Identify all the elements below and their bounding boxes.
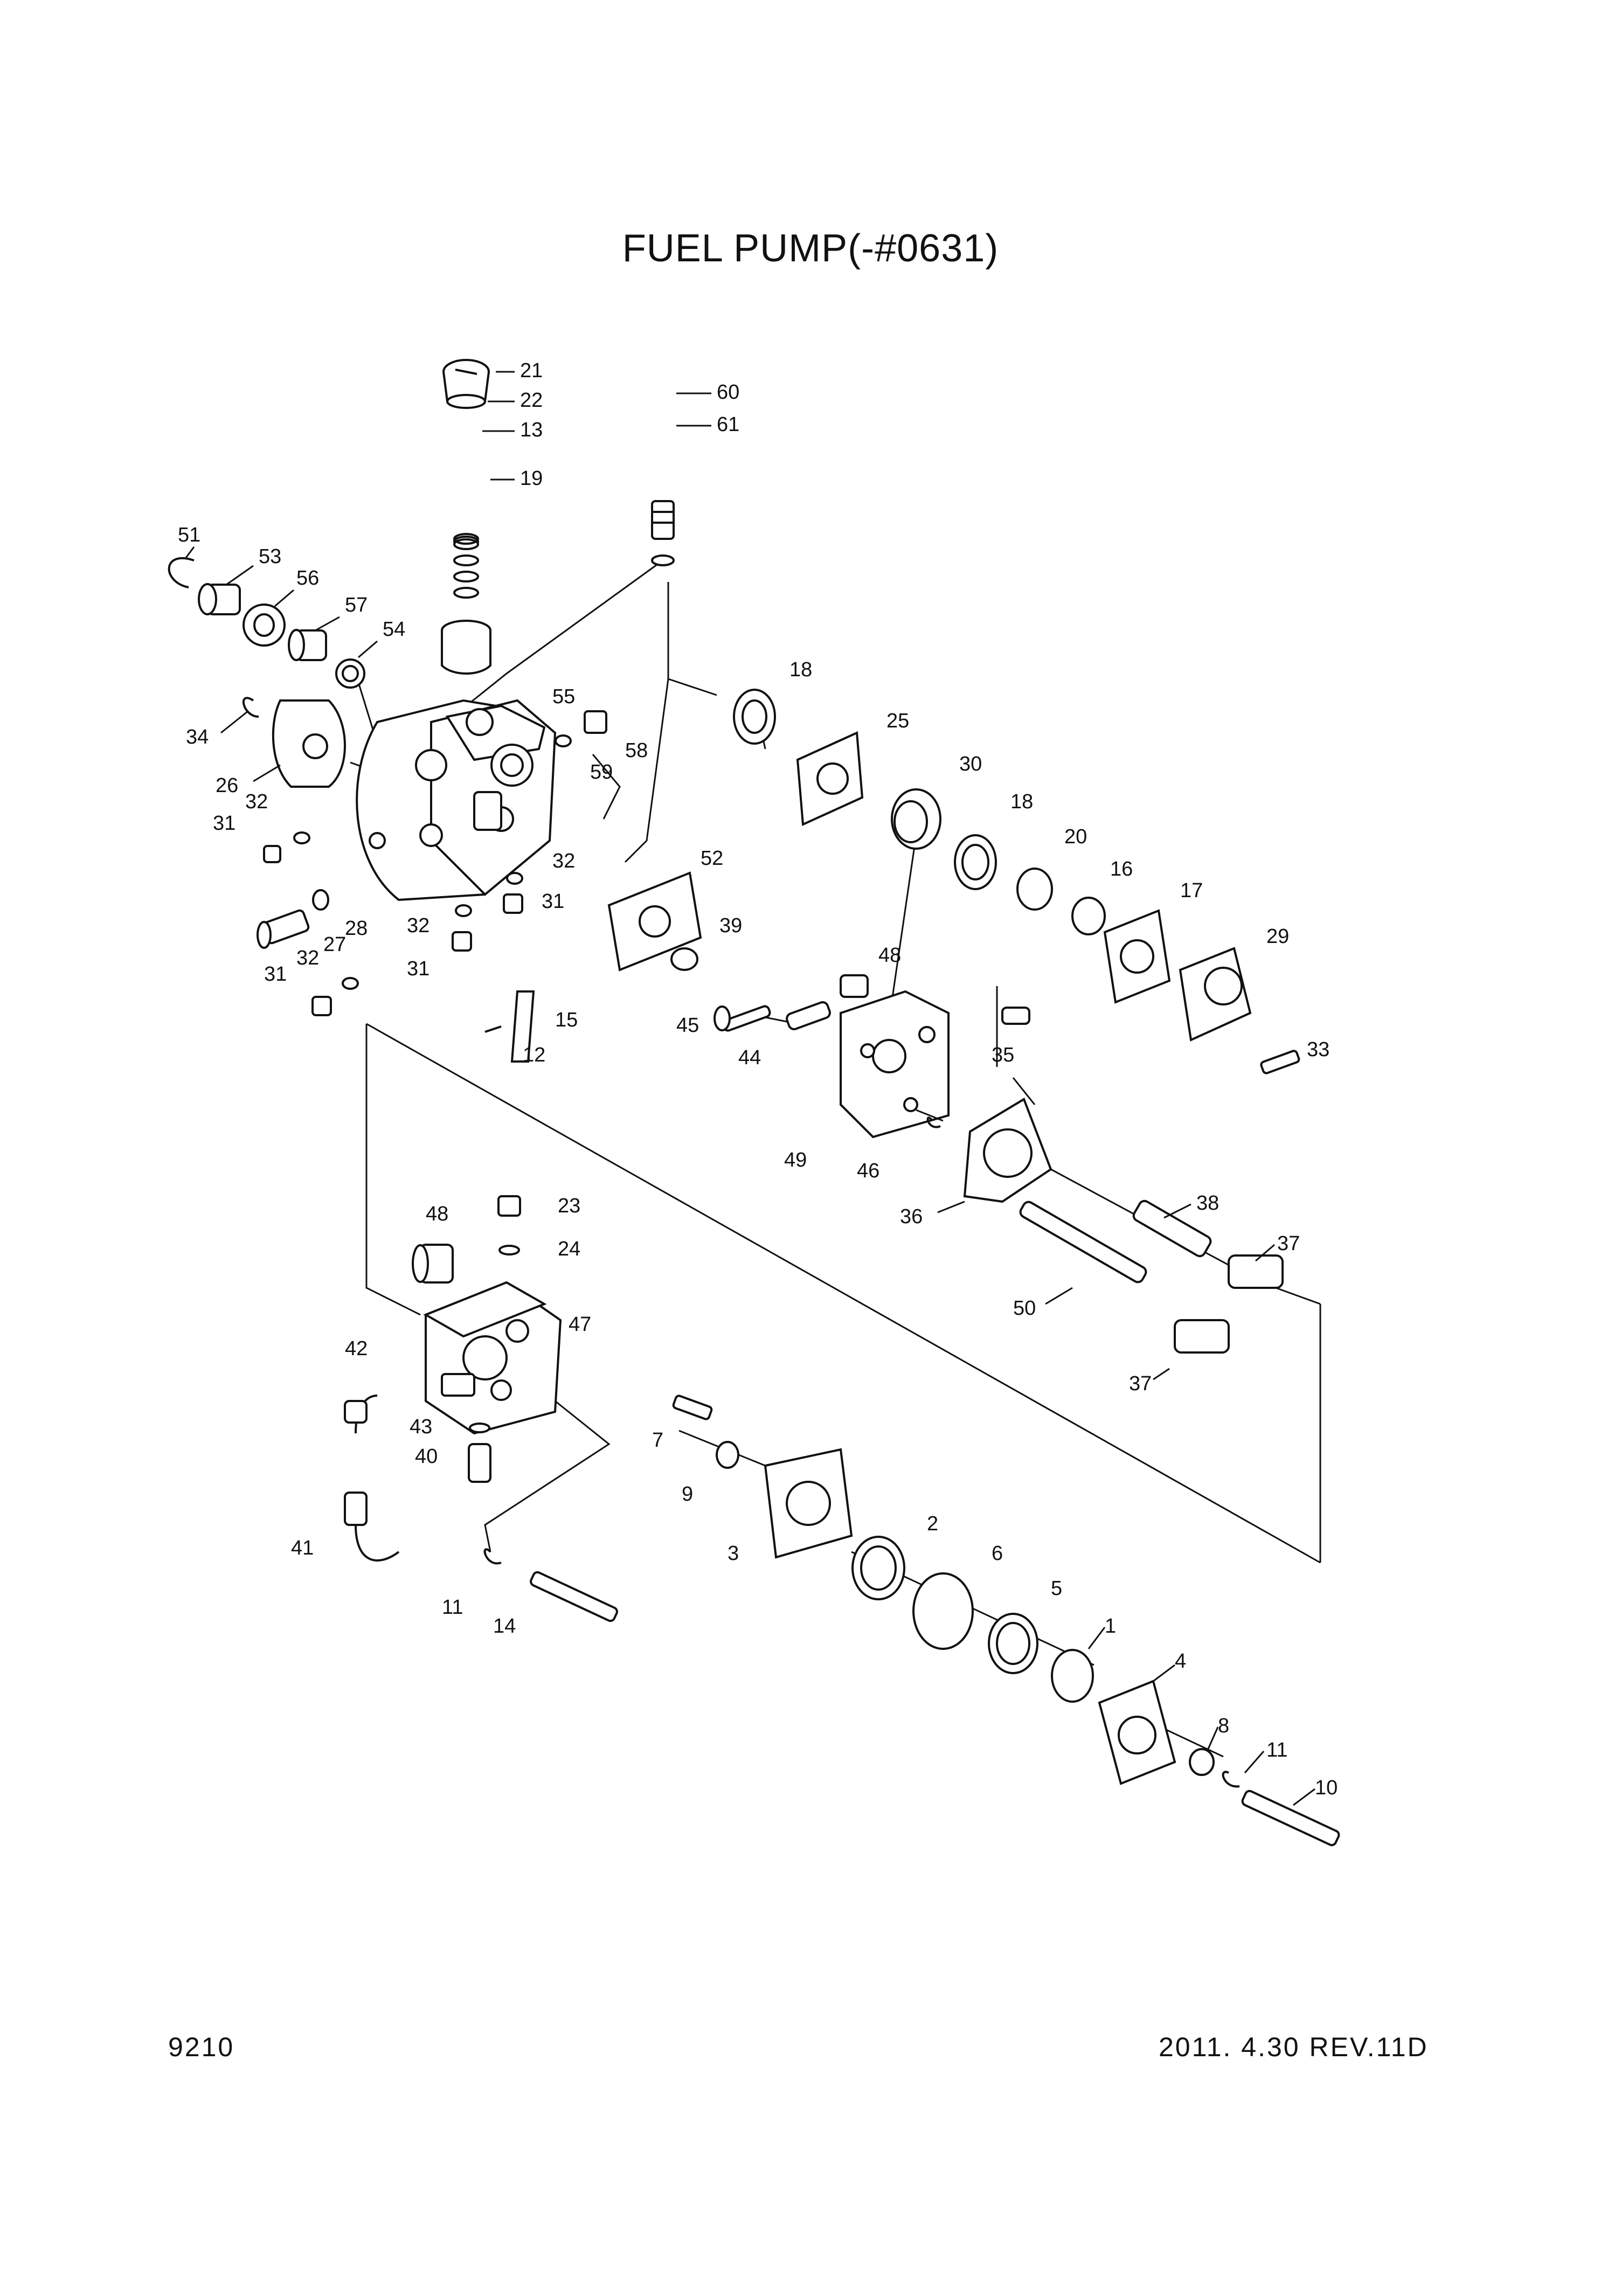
callout-10: 10 [1315,1777,1338,1799]
callout-32a: 32 [245,790,268,813]
callout-40: 40 [415,1445,438,1468]
bolt-14 [483,1548,618,1622]
callout-12: 12 [523,1044,545,1066]
callout-23: 23 [558,1195,580,1217]
callout-52: 52 [701,847,723,870]
right-stack [733,689,1300,1074]
callout-38: 38 [1196,1192,1219,1215]
callout-31d: 31 [407,958,430,980]
callout-56: 56 [296,567,319,589]
pump-housing [356,699,557,901]
callout-3: 3 [728,1542,739,1565]
callout-15: 15 [555,1009,578,1031]
callout-34: 34 [186,726,209,748]
callout-59: 59 [590,761,613,783]
callout-9: 9 [682,1483,693,1506]
callout-30: 30 [959,753,982,775]
callout-2: 2 [927,1513,938,1535]
callout-6: 6 [992,1542,1003,1565]
callout-24: 24 [558,1238,580,1260]
left-ring-parts [168,557,365,689]
callout-27: 27 [323,933,346,956]
callout-31c: 31 [542,890,564,913]
callout-60: 60 [717,381,739,404]
callout-20: 20 [1064,826,1087,848]
callout-25: 25 [886,710,909,732]
callout-4: 4 [1175,1650,1186,1673]
callout-5: 5 [1051,1577,1062,1600]
callout-33: 33 [1307,1038,1329,1061]
callout-11a: 11 [442,1596,463,1619]
callout-54: 54 [383,618,405,641]
page-number: 9210 [168,2032,235,2062]
callout-7: 7 [652,1429,663,1452]
pipes-40-43 [344,1395,491,1562]
callout-42: 42 [345,1337,368,1360]
block-49 [840,974,1030,1139]
callout-18b: 18 [1010,790,1033,813]
callout-39: 39 [719,914,742,937]
callout-44: 44 [738,1046,761,1069]
plugs-31-32 [263,831,523,1016]
valve-stack [441,359,491,675]
diagram-title: FUEL PUMP(-#0631) [622,227,999,270]
callout-61: 61 [717,413,739,436]
callout-32b: 32 [296,947,319,969]
callout-58: 58 [625,739,648,762]
label-leaders [185,371,1315,1806]
callout-51: 51 [178,524,200,546]
strap-15 [484,990,535,1063]
callout-16: 16 [1110,858,1133,880]
callout-55: 55 [552,685,575,708]
shafts-and-gears [1019,1199,1284,1354]
callout-41: 41 [291,1537,314,1559]
callout-50: 50 [1013,1297,1036,1320]
callout-31b: 31 [264,963,287,986]
callout-35: 35 [992,1044,1014,1066]
callout-13: 13 [520,419,543,441]
callout-43: 43 [410,1416,432,1438]
callout-22: 22 [520,389,543,412]
callout-32d: 32 [407,914,430,937]
callout-17: 17 [1180,879,1203,902]
callout-46: 46 [857,1160,879,1182]
callout-37b: 37 [1129,1372,1152,1395]
callout-11b: 11 [1266,1739,1287,1761]
callout-18a: 18 [789,658,812,681]
callout-19: 19 [520,467,543,490]
callout-47: 47 [569,1313,591,1336]
callout-53: 53 [259,545,281,568]
plate-52 [607,871,831,1032]
callout-8: 8 [1218,1715,1229,1737]
callout-1: 1 [1105,1615,1116,1638]
callout-37a: 37 [1277,1232,1300,1255]
callout-32c: 32 [552,850,575,872]
callout-31a: 31 [213,812,235,835]
callout-48b: 48 [426,1203,448,1225]
callout-28: 28 [345,917,368,940]
callout-14: 14 [493,1615,516,1638]
callout-48a: 48 [878,944,901,967]
fitting-58 [555,710,607,747]
fitting-60 [651,500,675,566]
fitting-27 [257,889,329,949]
block-47 [412,1195,562,1435]
callout-labels: 51 53 56 57 54 34 26 32 31 28 27 32 31 2… [178,359,1338,1799]
callout-36: 36 [900,1205,923,1228]
flange-stack [672,1395,1340,1847]
callout-45: 45 [676,1014,699,1037]
callout-26: 26 [216,774,238,797]
gasket-36 [963,1098,1052,1203]
revision-stamp: 2011. 4.30 REV.11D [1159,2032,1429,2062]
coupling-26 [243,697,346,788]
callout-29: 29 [1266,925,1289,948]
callout-21: 21 [520,359,543,382]
callout-57: 57 [345,594,368,616]
callout-49: 49 [784,1149,807,1171]
